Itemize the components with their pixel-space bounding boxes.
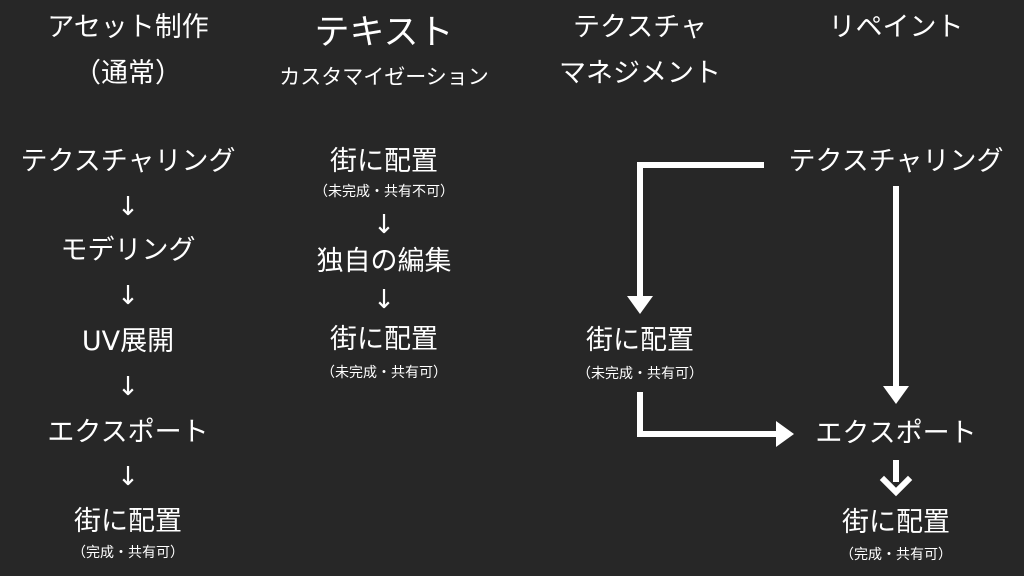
asset-arrow-2: ↓ <box>117 281 139 311</box>
repaint-step-place-note: （完成・共有可） <box>840 547 952 563</box>
header-asset-line1: アセット制作 <box>47 12 209 43</box>
header-text-line1: テキスト <box>314 13 454 53</box>
asset-step-place: 街に配置 <box>74 506 182 537</box>
text-step-place-2-note: （未完成・共有可） <box>321 365 447 381</box>
text-step-place-1-note: （未完成・共有不可） <box>314 184 454 200</box>
asset-arrow-4: ↓ <box>117 462 139 492</box>
asset-step-uv-unwrap: UV展開 <box>81 326 175 357</box>
header-texture-line1: テクスチャ <box>573 12 707 43</box>
asset-step-texturing: テクスチャリング <box>20 146 236 177</box>
asset-step-modeling: モデリング <box>60 235 196 266</box>
arrowhead-right-export <box>776 421 794 447</box>
texture-step-place-note: （未完成・共有可） <box>577 366 703 382</box>
text-step-place-1: 街に配置 <box>330 146 438 177</box>
header-text-line2: カスタマイゼーション <box>279 65 489 89</box>
header-repaint-line1: リペイント <box>828 12 964 43</box>
asset-arrow-1: ↓ <box>117 192 139 222</box>
arrowhead-down-final <box>879 475 913 497</box>
asset-step-export: エクスポート <box>47 417 209 448</box>
repaint-step-texturing: テクスチャリング <box>788 146 1004 177</box>
repaint-step-place: 街に配置 <box>842 507 950 538</box>
text-step-place-2: 街に配置 <box>330 324 438 355</box>
header-asset-line2: （通常） <box>74 58 182 89</box>
header-texture-line2: マネジメント <box>559 58 721 89</box>
connector-place-to-export <box>637 392 778 437</box>
text-arrow-1: ↓ <box>373 210 395 240</box>
texture-step-place: 街に配置 <box>586 325 694 356</box>
repaint-step-export: エクスポート <box>815 418 977 449</box>
asset-step-place-note: （完成・共有可） <box>72 545 184 561</box>
arrowhead-down-place <box>627 296 653 314</box>
arrowhead-down-export <box>883 386 909 404</box>
text-arrow-2: ↓ <box>373 285 395 315</box>
text-step-edit: 独自の編集 <box>316 246 452 277</box>
connector-texturing-to-place <box>637 162 764 298</box>
asset-arrow-3: ↓ <box>117 372 139 402</box>
